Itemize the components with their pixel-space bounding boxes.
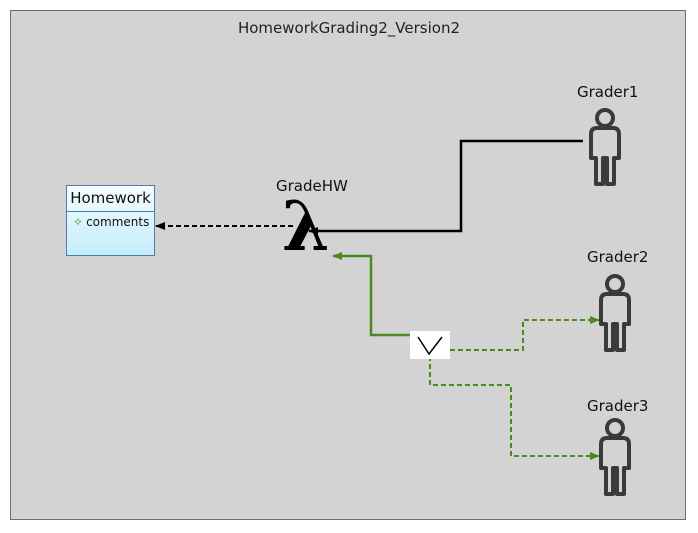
attribute-icon: ✧ — [73, 215, 84, 229]
actor-label-grader2: Grader2 — [587, 248, 649, 266]
branch-node[interactable] — [410, 331, 450, 359]
branch-to-grader3-edge[interactable] — [429, 356, 600, 460]
branch-to-grader2-edge[interactable] — [450, 316, 600, 351]
grader3-person-icon[interactable] — [593, 416, 637, 498]
grader1-to-gradehw-edge[interactable] — [308, 139, 583, 235]
lambda-icon[interactable]: λ — [282, 187, 330, 267]
class-name: Homework — [67, 186, 154, 212]
grader1-person-icon[interactable] — [583, 106, 627, 188]
diagram-title: HomeworkGrading2_Version2 — [237, 19, 461, 37]
grader2-person-icon[interactable] — [593, 272, 637, 354]
branch-to-gradehw-edge[interactable] — [332, 252, 410, 337]
function-label: GradeHW — [276, 177, 348, 195]
fork-icon — [417, 336, 443, 356]
homework-class[interactable]: Homework ✧comments — [66, 185, 155, 256]
diagram-canvas: HomeworkGrading2_Version2 Homework ✧comm… — [10, 10, 686, 520]
actor-label-grader3: Grader3 — [587, 397, 649, 415]
attribute-label: comments — [86, 215, 150, 229]
class-attribute[interactable]: ✧comments — [67, 212, 154, 229]
connector-layer — [155, 139, 600, 460]
actor-label-grader1: Grader1 — [577, 83, 639, 101]
